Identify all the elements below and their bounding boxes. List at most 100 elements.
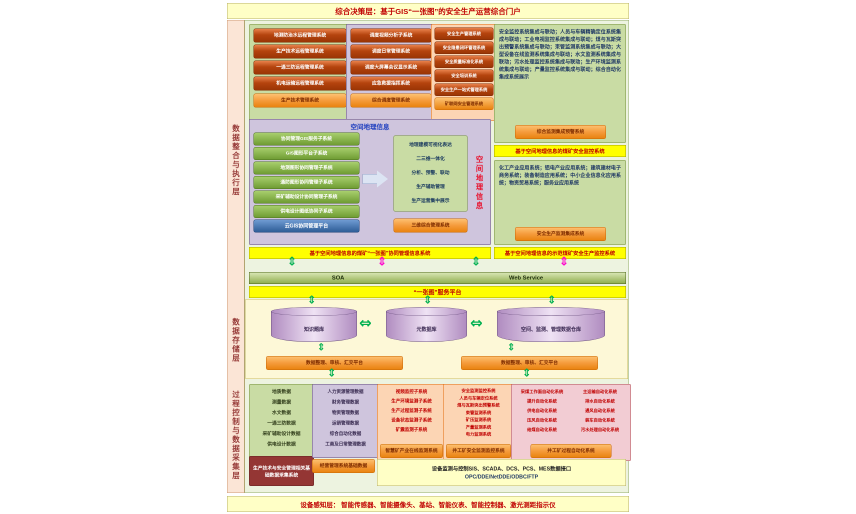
dispatch-system-node: 应急救援指挥系统	[350, 76, 432, 91]
industry-applications-text: 化工产业应用系统；铝电产业应用系统；建筑建材电子商务系统；装备制造应用系统；中小…	[499, 165, 621, 187]
cylinder-top	[271, 307, 357, 316]
gis-capability: 二三维一体化	[416, 156, 445, 162]
panel-online-monitor: 视频监控子系统生产环境监测子系统生产过程监测子系统设备状态监测子系统矿震监测子系…	[377, 384, 446, 461]
mgmt-data-item: 综合自动化数据	[329, 431, 362, 436]
vertical-sync-arrow-icon	[507, 342, 515, 352]
mine-safety-architecture-diagram: 综合决策层：基于GIS“一张图”的安全生产运营综合门户 数据整合与执行层 数据存…	[227, 3, 631, 512]
safety-system-node: 安全生产管理系统	[434, 27, 494, 40]
automation-item: 压风自动化系统	[527, 417, 557, 423]
safety-monitor-footer-node: 井工矿安全监测监控系统	[446, 444, 511, 458]
monitor-integration-banner: 基于空间地理信息的煤矿安全监控系统	[494, 145, 626, 157]
online-monitor-item: 设备状态监测子系统	[391, 417, 432, 423]
safety-monitor-item: 电力监测系统	[465, 431, 492, 437]
automation-item: 提升自动化系统	[527, 398, 557, 404]
one-map-platform-bar: “一张图”服务平台	[249, 286, 626, 298]
cylinder-top	[497, 307, 605, 316]
remote-system-node: 地测防治水远程管理系统	[253, 28, 347, 43]
panel-monitor-integration: 安全监控系统集成与联动；人员与车辆精确定位系统集成与联动；工业电视监控系统集成与…	[494, 24, 626, 143]
knowledge-db-cylinder: 知识题库	[271, 307, 357, 342]
remote-system-node: 一通三防远程管理系统	[253, 60, 347, 75]
automation-item: 给煤自动化系统	[527, 427, 557, 432]
remote-system-node: 机电运输远程管理系统	[253, 76, 347, 91]
gis-panel-title: 空间地理信息	[350, 123, 390, 131]
vertical-sync-arrow-icon	[547, 295, 556, 306]
gis-capability: 生产运营集中展示	[411, 198, 450, 204]
tech-data-item: 地质数据	[271, 389, 291, 395]
safety-system-node: 安全隐患闭环管理系统	[434, 41, 494, 54]
vertical-sync-arrow-icon	[307, 295, 316, 306]
gis-capability: 地理建模可视化表达	[409, 142, 452, 148]
online-monitor-list: 视频监控子系统生产环境监测子系统生产过程监测子系统设备状态监测子系统矿震监测子系…	[380, 387, 443, 435]
tech-data-footer-node: 生产技术与安全管理相关基础数据采集系统	[249, 456, 314, 486]
safety-monitor-item: 人员与车辆定位系统	[459, 395, 498, 401]
automation-item: 供电自动化系统	[527, 408, 557, 413]
tech-data-list: 地质数据测量数据水文数据一通三防数据采矿辅助设计数据供电设计数据	[252, 387, 312, 450]
metadata-db-cylinder: 元数据库	[386, 307, 467, 342]
dispatch-footer-node: 综合调度管理系统	[350, 93, 432, 108]
dispatch-system-node: 调度大屏幕会议显示系统	[350, 60, 432, 75]
automation-item: 排水自动化系统	[585, 398, 615, 404]
flow-right-arrow-icon	[362, 170, 388, 188]
tech-data-item: 测量数据	[271, 399, 291, 406]
dispatch-system-node: 调度日常管理系统	[350, 44, 432, 59]
remote-footer-node: 生产技术管理系统	[253, 93, 347, 108]
safety-monitor-item: 矿压监测系统	[465, 417, 492, 422]
gis-subsystem-node: 供电设计图纸协同子系统	[253, 205, 360, 218]
interface-protocols-line1: 设备监测与控制SIS、SCADA、DCS、PCS、MES数据接口	[431, 466, 572, 472]
layer-label-integration: 数据整合与执行层	[231, 124, 240, 197]
tech-data-item: 一通三防数据	[267, 420, 296, 427]
vertical-sync-arrow-icon	[327, 368, 336, 379]
mgmt-data-item: 人力资源管理数据	[327, 389, 364, 394]
automation-item: 装车自动化系统	[585, 417, 615, 423]
panel-safety-monitor: 安全监测监控系统人员与车辆定位系统煤与瓦斯突出预警系统束管监测系统矿压监测系统产…	[443, 384, 514, 461]
layer-label-strip	[227, 20, 245, 493]
panel-safety-management: 安全生产管理系统安全隐患闭环管理系统安全质量标准化系统安全培训系统安全生产一站式…	[431, 24, 497, 121]
monitor-integration-footer-node: 综合监测集成预警系统	[515, 125, 606, 139]
web-service-label: Web Service	[509, 275, 544, 281]
tech-data-item: 水文数据	[271, 410, 291, 416]
online-monitor-item: 矿震监测子系统	[395, 427, 428, 432]
horizontal-sync-arrow-icon	[470, 316, 483, 331]
decision-layer-title: 综合决策层：基于GIS“一张图”的安全生产运营综合门户	[227, 3, 629, 19]
layer-label-storage: 数据存储层	[231, 318, 240, 363]
cylinder-top	[386, 307, 467, 316]
online-monitor-item: 生产环境监测子系统	[391, 398, 432, 404]
gis-capability: 生产辅助管理	[416, 184, 445, 190]
metadata-db-label: 元数据库	[416, 326, 437, 333]
device-interface-bar: 设备监测与控制SIS、SCADA、DCS、PCS、MES数据接口 OPC/DDE…	[377, 459, 626, 486]
tech-data-item: 采矿辅助设计数据	[262, 431, 301, 437]
gis-3d-system-node: 三维综合管理系统	[393, 218, 468, 233]
gis-subsystem-node: 通防图形协同管理子系统	[253, 176, 360, 189]
vertical-sync-arrow-icon	[559, 256, 569, 268]
panel-production-remote: 地测防治水远程管理系统生产技术远程管理系统一通三防远程管理系统机电运输远程管理系…	[249, 24, 351, 123]
automation-item: 污水处理自动化系统	[580, 427, 620, 432]
safety-monitor-item: 产量监测系统	[465, 424, 492, 430]
device-perception-layer-bar: 设备感知层： 智能传感器、智能摄像头、基站、智能仪表、智能控制器、激光测距指示仪	[227, 496, 629, 512]
warehouse-db-label: 空间、监测、管理数据仓库	[521, 326, 581, 333]
layer-label-acquisition: 过程控制与数据采集层	[231, 390, 240, 481]
vertical-sync-arrow-icon	[287, 256, 297, 268]
automation-item: 主运输自动化系统	[582, 389, 617, 394]
soa-label: SOA	[331, 275, 345, 281]
mgmt-data-item: 运销管理数据	[331, 420, 359, 426]
gis-subsystem-node: GIS图形平台子系统	[253, 147, 360, 160]
vertical-sync-arrow-icon	[377, 256, 387, 268]
gis-subsystem-node: 地测图形协同管理子系统	[253, 161, 360, 175]
automation-item: 通风自动化系统	[585, 408, 615, 413]
automation-footer-node: 井工矿过程自动化系统	[530, 444, 612, 458]
safety-monitor-item: 安全监测监控系统	[461, 388, 496, 393]
horizontal-sync-arrow-icon	[359, 316, 372, 331]
panel-automation: 采煤工作面自动化系统主运输自动化系统提升自动化系统排水自动化系统供电自动化系统通…	[511, 384, 631, 461]
mgmt-data-item: 财务管理数据	[331, 399, 359, 405]
mgmt-data-list: 人力资源管理数据财务管理数据物资管理数据运销管理数据综合自动化数据工商及日常管理…	[315, 387, 377, 450]
industry-footer-node: 安全生产监测集成系统	[515, 227, 606, 241]
remote-system-list: 地测防治水远程管理系统生产技术远程管理系统一通三防远程管理系统机电运输远程管理系…	[253, 28, 347, 91]
service-bus-bar: SOA Web Service	[249, 272, 626, 284]
dispatch-system-node: 调度视频分析子系统	[350, 28, 432, 43]
gis-capability: 分析、预警、联动	[411, 170, 450, 176]
automation-list: 采煤工作面自动化系统主运输自动化系统提升自动化系统排水自动化系统供电自动化系统通…	[514, 387, 628, 435]
online-monitor-footer-node: 智慧矿产业在线监测系统	[380, 444, 443, 458]
mgmt-data-footer-node: 经营管理系统基础数据	[312, 459, 375, 473]
